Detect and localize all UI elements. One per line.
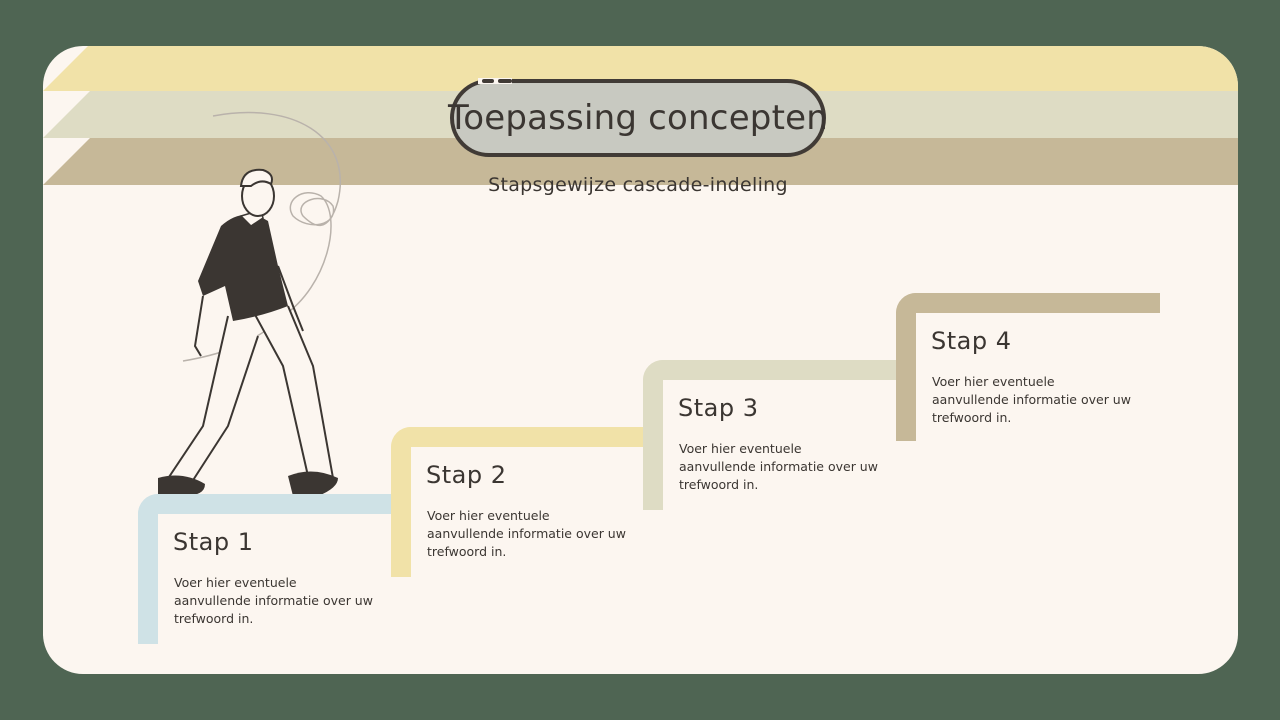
step-4-card: Stap 4 Voer hier eventuele aanvullende i… [896, 293, 1160, 441]
step-3-frame-top [643, 360, 898, 380]
title-pill-dash [498, 79, 512, 83]
step-3-frame-left [643, 360, 663, 510]
step-2-description: Voer hier eventuele aanvullende informat… [427, 508, 626, 559]
slide-panel: Toepassing concepten Stapsgewijze cascad… [43, 46, 1238, 674]
step-3-description: Voer hier eventuele aanvullende informat… [679, 441, 878, 492]
step-2-frame-top [391, 427, 646, 447]
step-4-frame-left [896, 293, 916, 441]
step-1-description: Voer hier eventuele aanvullende informat… [174, 575, 373, 626]
step-2-heading: Stap 2 [426, 461, 507, 489]
step-3-card: Stap 3 Voer hier eventuele aanvullende i… [643, 360, 898, 510]
slide-title: Toepassing concepten [448, 98, 828, 138]
step-4-heading: Stap 4 [931, 327, 1012, 355]
title-pill: Toepassing concepten [448, 78, 828, 157]
step-1-frame-top [138, 494, 398, 514]
step-2-frame-left [391, 427, 411, 577]
step-1-card: Stap 1 Voer hier eventuele aanvullende i… [138, 494, 398, 644]
step-1-heading: Stap 1 [173, 528, 254, 556]
step-4-frame-top [896, 293, 1160, 313]
walking-man-illustration-icon [158, 111, 341, 496]
step-2-card: Stap 2 Voer hier eventuele aanvullende i… [391, 427, 646, 577]
title-pill-dash [482, 79, 494, 83]
step-4-description: Voer hier eventuele aanvullende informat… [932, 374, 1131, 425]
slide-subtitle: Stapsgewijze cascade-indeling [488, 174, 788, 196]
title-pill-gap [478, 78, 512, 84]
step-3-heading: Stap 3 [678, 394, 759, 422]
step-1-frame-left [138, 494, 158, 644]
